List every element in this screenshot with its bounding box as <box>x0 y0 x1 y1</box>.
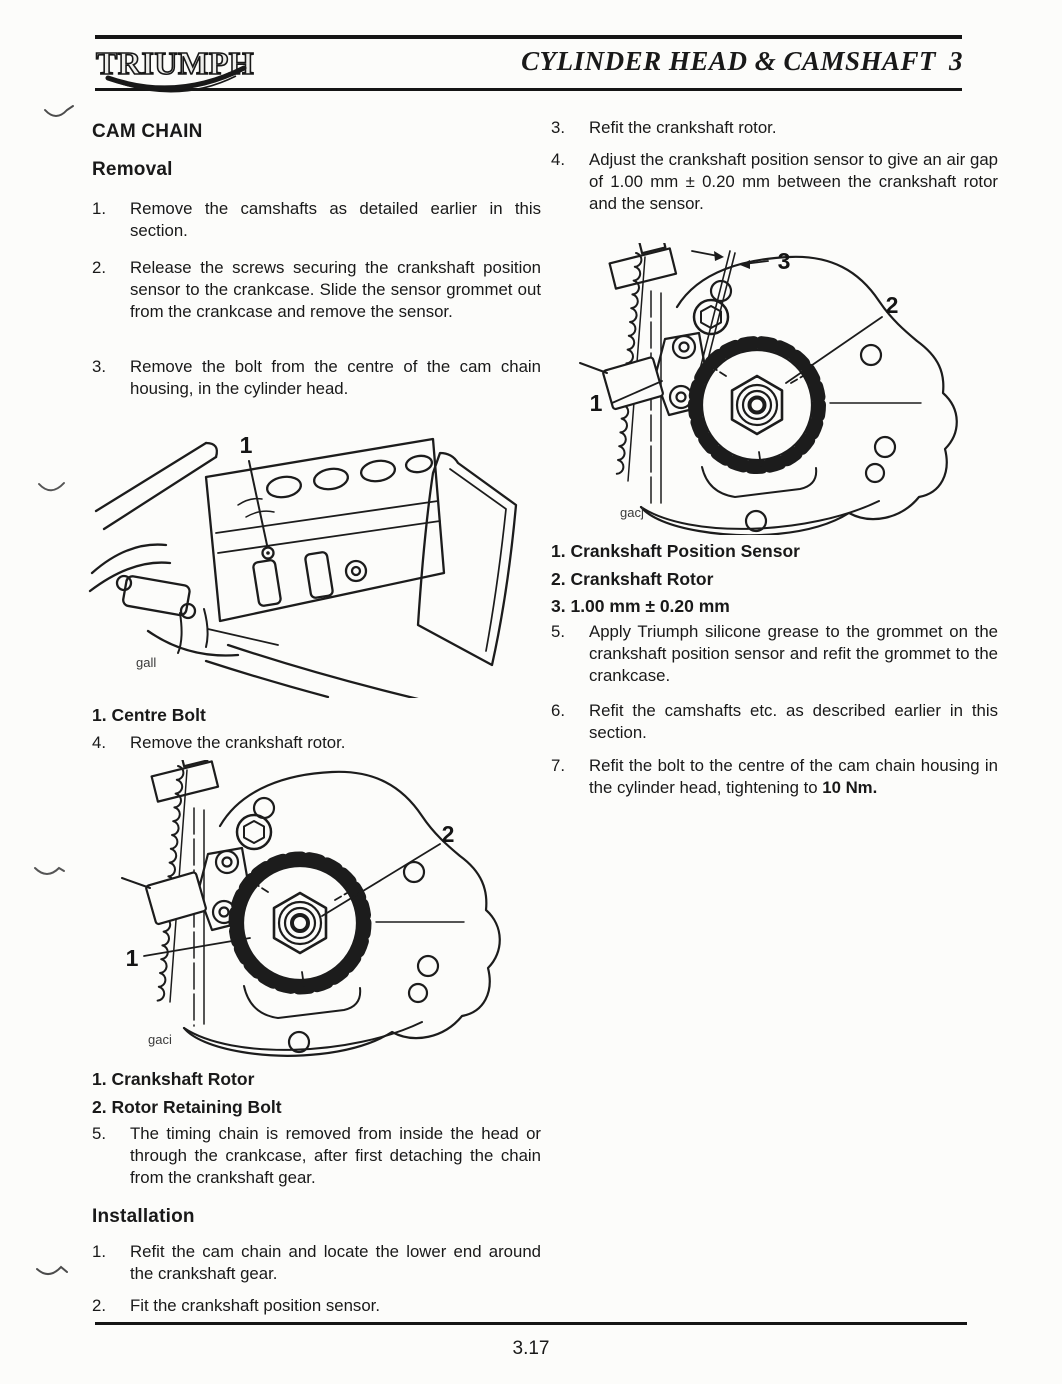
step-text: Apply Triumph silicone grease to the gro… <box>589 622 998 685</box>
step-number: 1. <box>92 1242 106 1261</box>
step-number: 3. <box>92 357 106 376</box>
chapter-title: CYLINDER HEAD & CAMSHAFT 3 <box>521 46 963 77</box>
installation-step-2: 2. Fit the crankshaft position sensor. <box>92 1295 541 1317</box>
figure3-caption-1: 1. Crankshaft Position Sensor <box>551 541 800 561</box>
step-number: 1. <box>92 199 106 218</box>
step-number: 2. <box>92 1296 106 1315</box>
step-number: 7. <box>551 756 565 775</box>
subsection-removal: Removal <box>92 159 173 180</box>
figure-crankshaft-rotor: 1 2 gaci <box>121 760 501 1057</box>
figure1-callout-1: 1 <box>240 432 253 458</box>
figure2-code: gaci <box>148 1032 172 1047</box>
step-text: Refit the cam chain and locate the lower… <box>130 1242 541 1283</box>
chapter-number: 3 <box>949 46 963 76</box>
subsection-installation: Installation <box>92 1206 195 1227</box>
step-text: Remove the crankshaft rotor. <box>130 733 346 752</box>
removal-step-1: 1. Remove the camshafts as detailed earl… <box>92 198 541 242</box>
figure2-callout-2: 2 <box>442 821 455 847</box>
figure3-caption-2: 2. Crankshaft Rotor <box>551 569 714 589</box>
section-title-cam-chain: CAM CHAIN <box>92 121 203 142</box>
install-step-3: 3. Refit the crankshaft rotor. <box>551 117 998 139</box>
figure2-caption-1: 1. Crankshaft Rotor <box>92 1069 255 1089</box>
scan-mark <box>34 866 65 875</box>
install-step-4: 4. Adjust the crankshaft position sensor… <box>551 149 998 215</box>
figure-position-sensor-air-gap: 3 1 2 gacj <box>579 243 958 535</box>
step-text: Refit the crankshaft rotor. <box>589 118 777 137</box>
step-text: Refit the bolt to the centre of the cam … <box>589 755 998 799</box>
figure2-caption-2: 2. Rotor Retaining Bolt <box>92 1097 282 1117</box>
header-rule-top <box>95 35 962 39</box>
figure3-code: gacj <box>620 505 644 520</box>
figure1-code: gall <box>136 655 156 670</box>
install-step-5: 5. Apply Triumph silicone grease to the … <box>551 621 998 687</box>
install-step-6: 6. Refit the camshafts etc. as described… <box>551 700 998 744</box>
removal-step-3: 3. Remove the bolt from the centre of th… <box>92 356 541 400</box>
step-text-normal: Refit the bolt to the centre of the cam … <box>589 756 998 797</box>
air-gap-arrow-left <box>714 251 724 261</box>
triumph-logo: TRIUMPH <box>95 44 254 93</box>
step-text: Adjust the crankshaft position sensor to… <box>589 150 998 213</box>
step-text: Fit the crankshaft position sensor. <box>130 1296 380 1315</box>
figure1-caption: 1. Centre Bolt <box>92 705 206 725</box>
torque-value: 10 Nm. <box>822 778 878 797</box>
removal-step-5: 5. The timing chain is removed from insi… <box>92 1123 541 1189</box>
step-text: Remove the bolt from the centre of the c… <box>130 357 541 398</box>
scan-mark <box>44 105 74 117</box>
page-number: 3.17 <box>512 1338 550 1359</box>
figure3-callout-3: 3 <box>778 248 791 274</box>
step-number: 2. <box>92 258 106 277</box>
install-step-7: 7. Refit the bolt to the centre of the c… <box>551 755 998 799</box>
footer-rule <box>95 1322 967 1325</box>
scan-mark <box>38 482 65 492</box>
step-number: 4. <box>551 150 565 169</box>
installation-step-1: 1. Refit the cam chain and locate the lo… <box>92 1241 541 1285</box>
step-text: Remove the camshafts as detailed earlier… <box>130 199 541 240</box>
step-number: 3. <box>551 118 565 137</box>
step-number: 5. <box>551 622 565 641</box>
step-text: Refit the camshafts etc. as described ea… <box>589 701 998 742</box>
air-gap-arrow-right <box>740 260 750 269</box>
logo-swoosh <box>105 65 247 91</box>
step-text: Release the screws securing the cranksha… <box>130 258 541 321</box>
chapter-title-text: CYLINDER HEAD & CAMSHAFT <box>521 46 936 76</box>
figure3-callout-2: 2 <box>886 292 899 318</box>
figure2-callout-1: 1 <box>126 945 139 971</box>
header-rule-bottom <box>95 88 962 91</box>
logo-swoosh-inner <box>115 75 237 93</box>
step-number: 4. <box>92 733 106 752</box>
step-number: 5. <box>92 1124 106 1143</box>
step-text: The timing chain is removed from inside … <box>130 1124 541 1187</box>
removal-step-4: 4. Remove the crankshaft rotor. <box>92 732 541 754</box>
scan-mark <box>36 1265 68 1275</box>
removal-step-2: 2. Release the screws securing the crank… <box>92 257 541 323</box>
figure3-caption-3: 3. 1.00 mm ± 0.20 mm <box>551 596 730 616</box>
figure-cylinder-head-centre-bolt: 1 gall <box>88 432 518 698</box>
figure3-callout-1: 1 <box>590 390 603 416</box>
step-number: 6. <box>551 701 565 720</box>
